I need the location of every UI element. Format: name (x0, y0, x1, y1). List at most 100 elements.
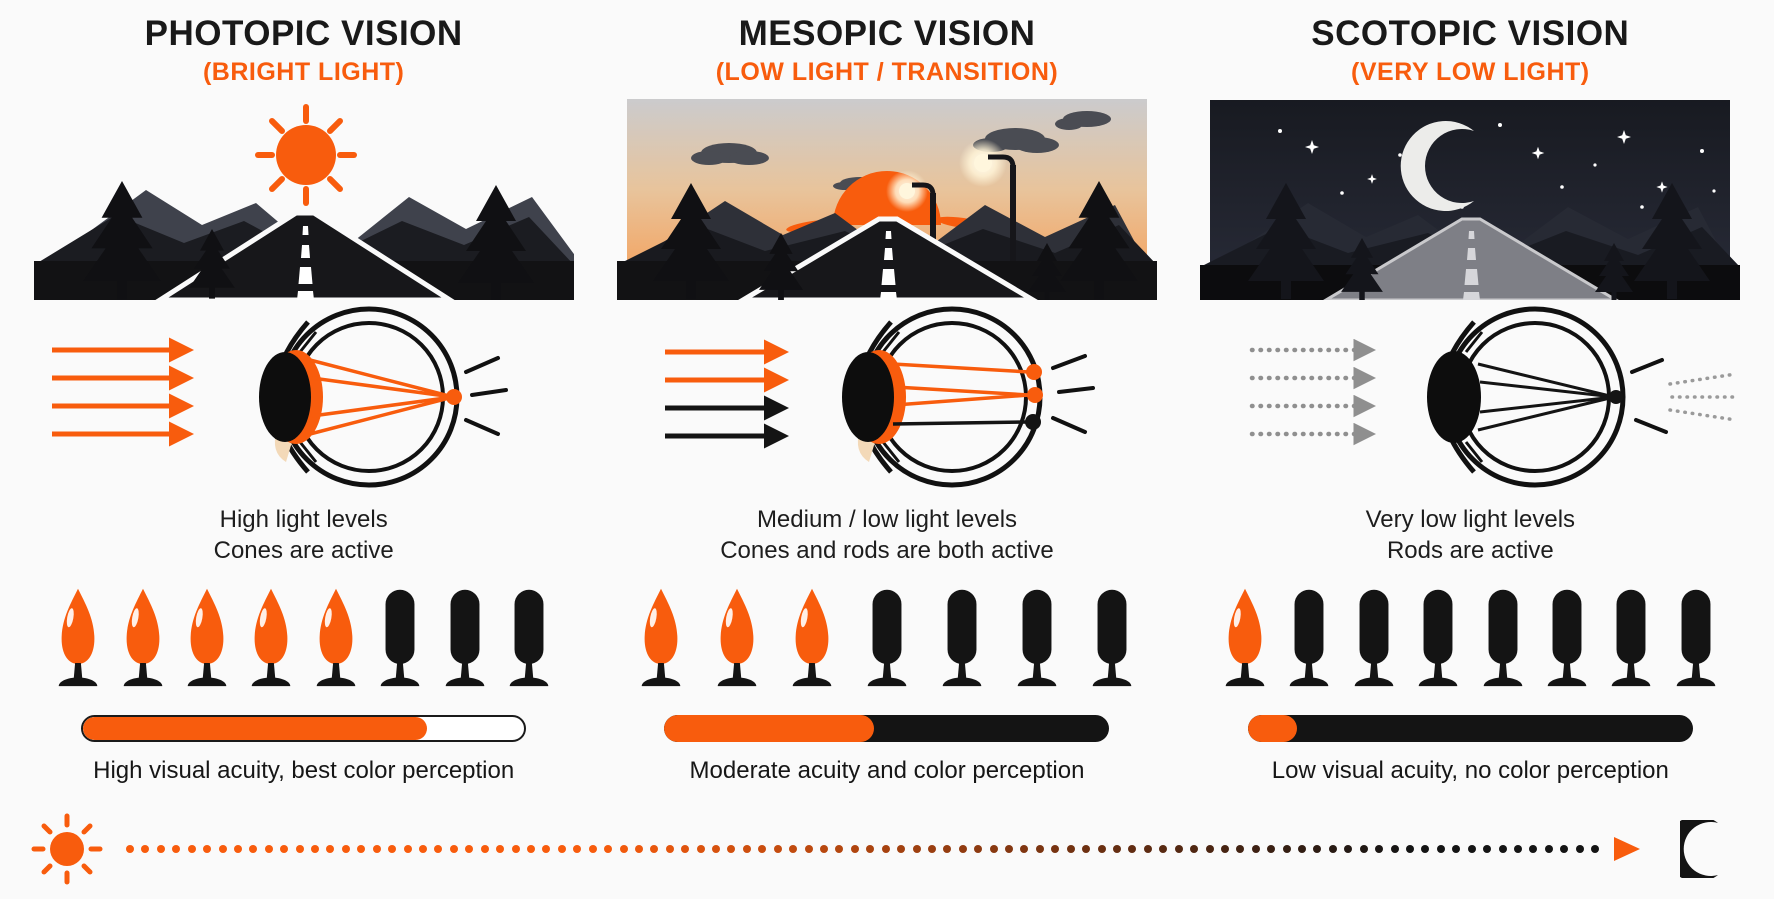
luminance-dot (958, 845, 967, 854)
luminance-dot (496, 845, 505, 854)
scotopic-caption: Low visual acuity, no color perception (1271, 757, 1669, 785)
luminance-dot (1344, 845, 1353, 854)
luminance-dot (1436, 845, 1445, 854)
vision-columns: PHOTOPIC VISION (BRIGHT LIGHT) (33, 0, 1762, 785)
focused-rays (309, 358, 454, 436)
mesopic-eye-diagram (664, 306, 1095, 488)
luminance-dot (1082, 845, 1091, 854)
luminance-dot (943, 845, 952, 854)
light-arrows (1250, 338, 1377, 445)
luminance-dot (604, 845, 613, 854)
luminance-dot (1375, 845, 1384, 854)
rod-icon (1418, 589, 1458, 687)
luminance-dot (1298, 845, 1307, 854)
mesopic-description: Medium / low light levels Cones and rods… (720, 504, 1054, 567)
luminance-dot (1005, 845, 1014, 854)
rod-icon (867, 589, 907, 687)
luminance-dot (1421, 845, 1430, 854)
light-arrows (51, 337, 194, 447)
luminance-dot (727, 845, 736, 854)
luminance-dots (126, 845, 1600, 854)
luminance-dot (249, 845, 258, 854)
luminance-dot (881, 845, 890, 854)
cone-icon (717, 588, 756, 687)
rod-icon (380, 589, 420, 687)
luminance-dot (511, 845, 520, 854)
luminance-dot (126, 845, 134, 854)
luminance-dot (1498, 845, 1507, 854)
scotopic-column: SCOTOPIC VISION (VERY LOW LIGHT) (1179, 0, 1762, 785)
mesopic-title: MESOPIC VISION (738, 14, 1036, 53)
luminance-dot (927, 845, 936, 854)
cone-icon (187, 588, 227, 687)
rod-icon (1612, 589, 1651, 687)
luminance-dot (1267, 845, 1276, 854)
sunset-scene (616, 98, 1157, 300)
luminance-dot (1251, 845, 1260, 854)
luminance-dot (1143, 845, 1152, 854)
scotopic-eye-diagram (1250, 306, 1741, 488)
luminance-dot (696, 845, 705, 854)
luminance-dot (1390, 845, 1399, 854)
receptor-status-text: Rods are active (1386, 537, 1554, 565)
cone-icon (642, 588, 681, 687)
luminance-dot (403, 845, 412, 854)
luminance-dot (665, 845, 674, 854)
luminance-dot (989, 845, 998, 854)
acuity-bar-fill (664, 715, 874, 743)
receptor-row (51, 583, 556, 689)
rod-icon (1354, 589, 1393, 687)
cone-icon (1225, 588, 1265, 687)
rod-icon (509, 589, 549, 687)
luminance-dot (203, 845, 212, 854)
luminance-dot (1205, 845, 1214, 854)
cone-icon (792, 588, 832, 687)
sun-icon (31, 813, 103, 885)
luminance-dot (419, 845, 428, 854)
luminance-dot (1128, 845, 1137, 854)
moon-icon (1401, 120, 1475, 211)
luminance-dot (1159, 845, 1168, 854)
luminance-dot (573, 845, 582, 854)
light-level-text: High light levels (219, 505, 388, 533)
luminance-dot (542, 845, 551, 854)
moon-icon (1680, 820, 1718, 879)
luminance-dot (264, 845, 273, 854)
luminance-dot (1529, 845, 1538, 854)
luminance-dot (1097, 845, 1106, 854)
cone-focal-point (1025, 363, 1042, 380)
rod-icon (1093, 589, 1132, 687)
luminance-dot (357, 845, 366, 854)
acuity-bar (664, 715, 1110, 743)
luminance-timeline (0, 799, 1774, 899)
luminance-dot (819, 845, 828, 854)
rod-icon (1676, 589, 1716, 687)
receptor-row (634, 583, 1139, 689)
luminance-dot (789, 845, 798, 854)
luminance-dot (835, 845, 844, 854)
rod-focal-point (1024, 413, 1041, 430)
eyeball (258, 306, 508, 488)
luminance-dot (742, 845, 751, 854)
acuity-bar (1247, 715, 1693, 743)
luminance-dot (1220, 845, 1229, 854)
receptor-status-text: Cones are active (213, 537, 394, 565)
luminance-dot (1483, 845, 1492, 854)
luminance-dot (634, 845, 643, 854)
rod-icon (1289, 589, 1329, 687)
luminance-dot (1591, 845, 1600, 854)
rod-rays (1477, 362, 1615, 432)
luminance-dot (1313, 845, 1322, 854)
luminance-dot (280, 845, 289, 854)
luminance-dot (1236, 845, 1245, 854)
luminance-dot (187, 845, 196, 854)
scotopic-description: Very low light levels Rods are active (1366, 504, 1575, 567)
luminance-dot (233, 845, 242, 854)
luminance-dot (141, 845, 150, 854)
cone-rays (892, 362, 1030, 407)
luminance-dot (480, 845, 489, 854)
luminance-dot (341, 845, 350, 854)
luminance-dot (619, 845, 628, 854)
luminance-dot (1066, 845, 1075, 854)
luminance-dot (912, 845, 921, 854)
